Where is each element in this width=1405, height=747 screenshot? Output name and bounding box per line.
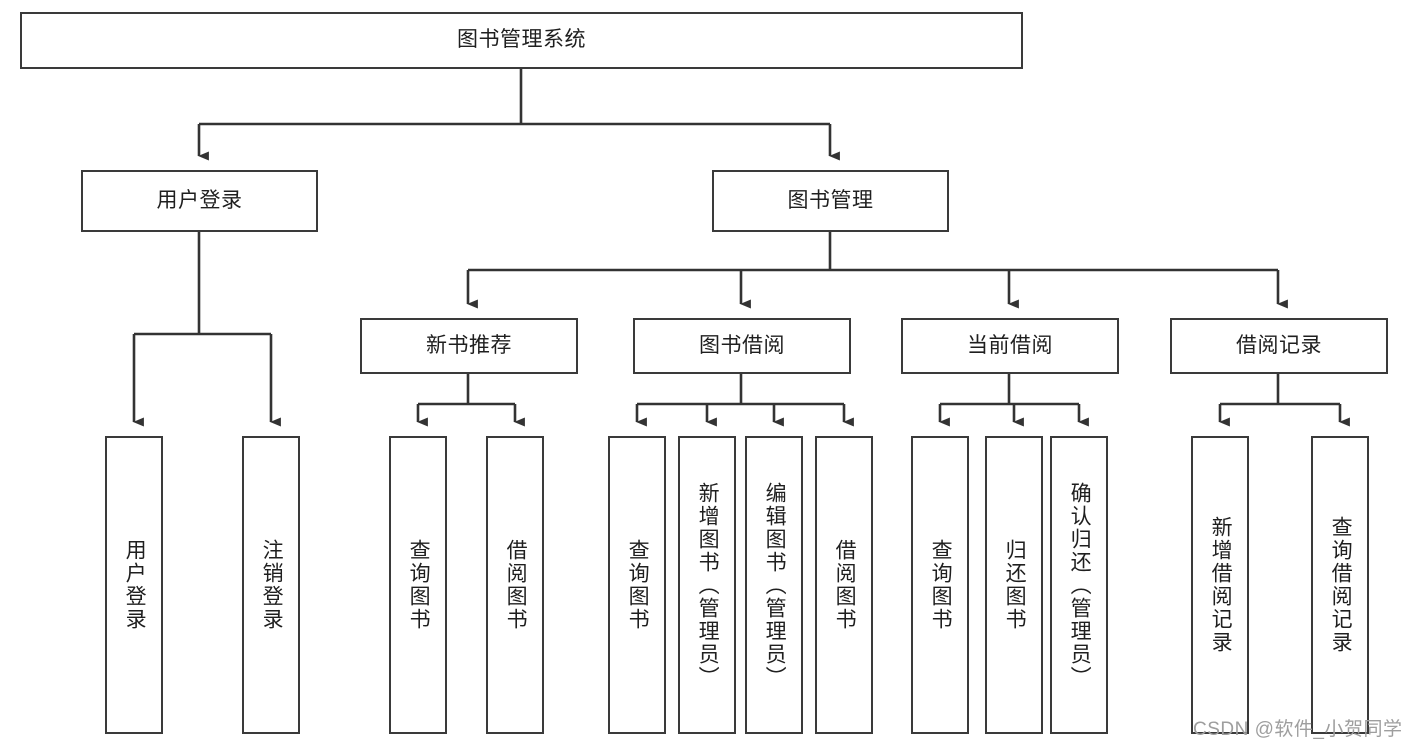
node-label: 图书借阅 bbox=[699, 333, 785, 357]
node-leaf-edit-book-admin[interactable]: 编辑图书（管理员） bbox=[745, 436, 803, 734]
node-label: 注销登录 bbox=[260, 539, 284, 631]
node-user-login[interactable]: 用户登录 bbox=[81, 170, 318, 232]
node-label: 查询图书 bbox=[626, 539, 650, 631]
node-label: 图书管理 bbox=[787, 188, 874, 212]
node-leaf-add-book-admin[interactable]: 新增图书（管理员） bbox=[678, 436, 736, 734]
node-label: 查询借阅记录 bbox=[1329, 516, 1353, 654]
node-leaf-user-login[interactable]: 用户登录 bbox=[105, 436, 163, 734]
node-label: 归还图书 bbox=[1003, 539, 1027, 631]
connectors-book-borrow bbox=[635, 374, 854, 427]
node-leaf-add-borrow-record[interactable]: 新增借阅记录 bbox=[1191, 436, 1249, 734]
node-label: 新增借阅记录 bbox=[1209, 516, 1233, 654]
node-label: 用户登录 bbox=[156, 188, 243, 212]
node-label: 借阅记录 bbox=[1236, 333, 1322, 357]
node-leaf-query-book-current[interactable]: 查询图书 bbox=[911, 436, 969, 734]
node-leaf-confirm-return-admin[interactable]: 确认归还（管理员） bbox=[1050, 436, 1108, 734]
node-leaf-query-borrow-record[interactable]: 查询借阅记录 bbox=[1311, 436, 1369, 734]
connectors-current-borrow bbox=[938, 374, 1089, 427]
node-book-management-system[interactable]: 图书管理系统 bbox=[20, 12, 1023, 69]
node-leaf-query-book-recommend[interactable]: 查询图书 bbox=[389, 436, 447, 734]
node-label: 新书推荐 bbox=[426, 333, 512, 357]
node-leaf-return-book[interactable]: 归还图书 bbox=[985, 436, 1043, 734]
node-book-borrow[interactable]: 图书借阅 bbox=[633, 318, 851, 374]
node-book-management[interactable]: 图书管理 bbox=[712, 170, 949, 232]
node-label: 当前借阅 bbox=[967, 333, 1053, 357]
node-label: 借阅图书 bbox=[833, 539, 857, 631]
node-label: 查询图书 bbox=[929, 539, 953, 631]
node-label: 图书管理系统 bbox=[457, 28, 586, 52]
node-current-borrow[interactable]: 当前借阅 bbox=[901, 318, 1119, 374]
node-leaf-logout-login[interactable]: 注销登录 bbox=[242, 436, 300, 734]
node-leaf-borrow-book-recommend[interactable]: 借阅图书 bbox=[486, 436, 544, 734]
connectors-borrow-record bbox=[1218, 374, 1350, 427]
node-new-book-recommend[interactable]: 新书推荐 bbox=[360, 318, 578, 374]
node-label: 借阅图书 bbox=[504, 539, 528, 631]
node-label: 查询图书 bbox=[407, 539, 431, 631]
node-leaf-query-book-borrow[interactable]: 查询图书 bbox=[608, 436, 666, 734]
connectors-user-login bbox=[132, 232, 281, 427]
node-label: 确认归还（管理员） bbox=[1068, 481, 1092, 689]
node-label: 编辑图书（管理员） bbox=[763, 481, 787, 689]
connectors-root bbox=[197, 69, 840, 161]
node-borrow-record[interactable]: 借阅记录 bbox=[1170, 318, 1388, 374]
node-leaf-borrow-book[interactable]: 借阅图书 bbox=[815, 436, 873, 734]
node-label: 新增图书（管理员） bbox=[696, 481, 720, 689]
connectors-new-book-recommend bbox=[416, 374, 525, 427]
node-label: 用户登录 bbox=[123, 539, 147, 631]
connectors-book-management bbox=[466, 232, 1288, 309]
